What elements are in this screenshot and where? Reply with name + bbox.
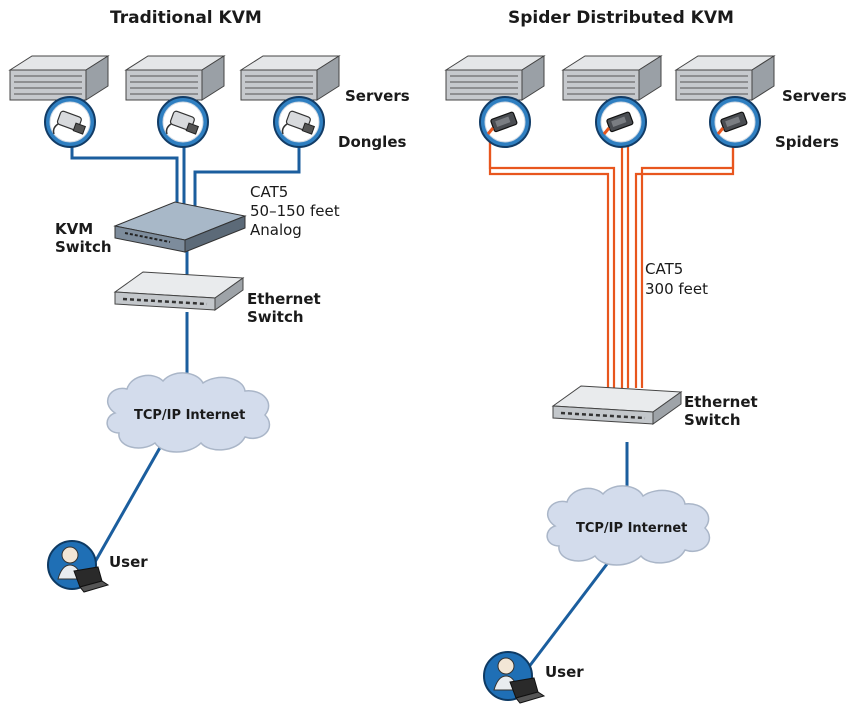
- server-icon: [125, 55, 225, 101]
- server-icon: [675, 55, 775, 101]
- kvm-switch-label-line-2: Switch: [55, 238, 112, 256]
- dongle-badge-2: [157, 96, 209, 148]
- ethernet-switch-icon: [113, 270, 245, 312]
- spider-badge-1: [479, 96, 531, 148]
- ethernet-switch-label-line-2: Switch: [684, 411, 741, 429]
- ethernet-switch-label-line-1: Ethernet: [247, 290, 321, 308]
- server-icon: [562, 55, 662, 101]
- ethernet-switch-icon: [551, 384, 683, 426]
- kvm-switch-label-line-1: KVM: [55, 220, 94, 238]
- network-cables: [523, 442, 629, 673]
- cable-spec-line-2: 50–150 feet: [250, 202, 340, 220]
- cloud-label: TCP/IP Internet: [576, 521, 688, 536]
- user-label: User: [109, 553, 148, 571]
- cloud-label: TCP/IP Internet: [134, 408, 246, 423]
- user-label: User: [545, 663, 584, 681]
- title-traditional-kvm: Traditional KVM: [110, 8, 262, 28]
- dongle-badge-3: [273, 96, 325, 148]
- ethernet-switch-label-line-1: Ethernet: [684, 393, 758, 411]
- kvm-switch-icon: [114, 201, 246, 253]
- cable-spec-line-3: Analog: [250, 221, 302, 239]
- cable-spec-line-1: CAT5: [250, 183, 289, 201]
- ethernet-switch-label-line-2: Switch: [247, 308, 304, 326]
- server-icon: [240, 55, 340, 101]
- servers-label: Servers: [782, 87, 847, 105]
- server-icon: [9, 55, 109, 101]
- dongles-label: Dongles: [338, 133, 407, 151]
- servers-label: Servers: [345, 87, 410, 105]
- spider-badge-3: [709, 96, 761, 148]
- cat5-spec-line-1: CAT5: [645, 260, 684, 278]
- spiders-label: Spiders: [775, 133, 839, 151]
- cat5-cables: [488, 130, 735, 388]
- spider-kvm-section: [445, 55, 775, 704]
- user-laptop-icon: [47, 540, 109, 593]
- traditional-kvm-section: [9, 55, 340, 593]
- server-icon: [445, 55, 545, 101]
- dongle-badge-1: [44, 96, 96, 148]
- title-spider-kvm: Spider Distributed KVM: [508, 8, 734, 28]
- spider-badge-2: [595, 96, 647, 148]
- cat5-spec-line-2: 300 feet: [645, 280, 709, 298]
